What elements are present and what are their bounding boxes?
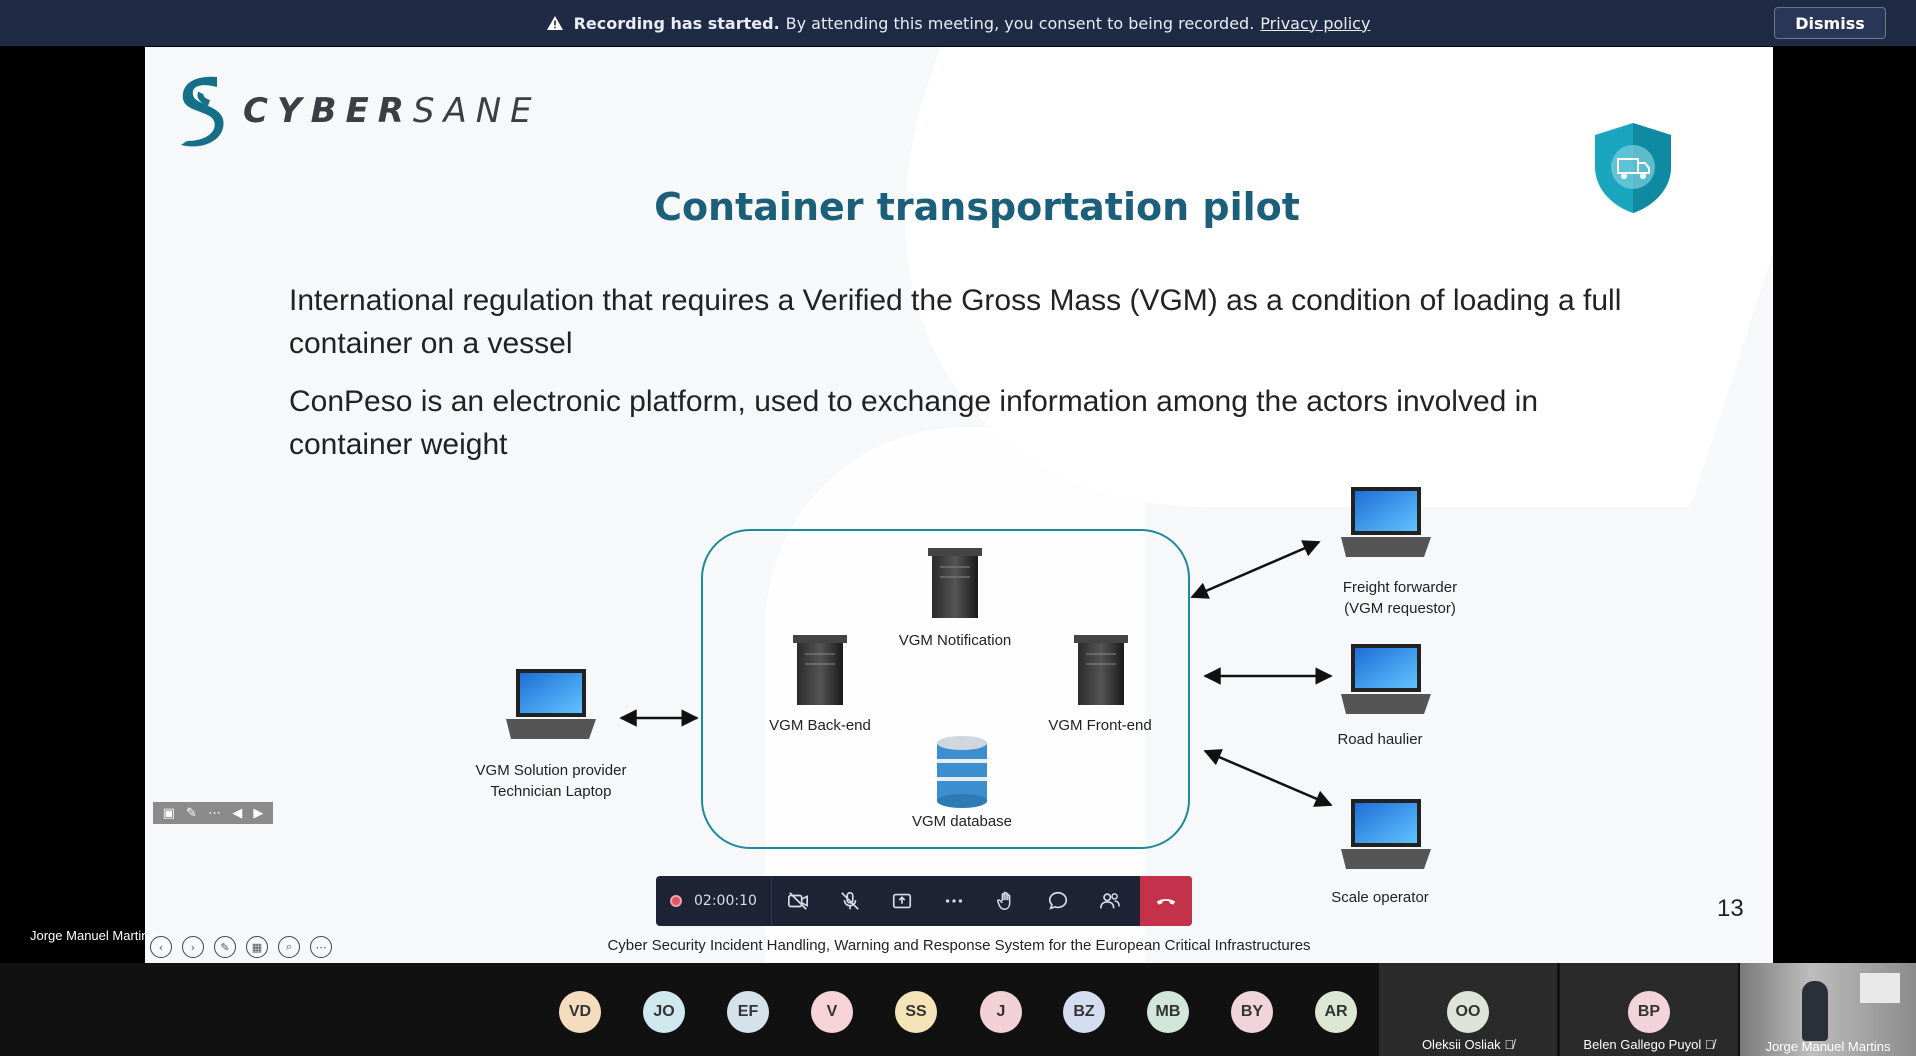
server-icon bbox=[928, 548, 982, 618]
presenter-name: Jorge Manuel Martins bbox=[30, 928, 155, 943]
hand-icon bbox=[996, 891, 1011, 910]
participant-avatar[interactable]: VD bbox=[559, 991, 601, 1033]
slide-mini-toolbar: ▣ ✎ ⋯ ◀ ▶ bbox=[153, 802, 273, 824]
participant-avatar[interactable]: BZ bbox=[1063, 991, 1105, 1033]
zoom-icon[interactable]: ⌕ bbox=[278, 936, 300, 958]
dismiss-button[interactable]: Dismiss bbox=[1774, 7, 1886, 39]
banner-title: Recording has started. bbox=[573, 13, 780, 33]
participant-tile[interactable]: BP Belen Gallego Puyol 🎙̸ bbox=[1560, 963, 1738, 1056]
participant-avatar[interactable]: AR bbox=[1315, 991, 1357, 1033]
vgm-backend-label: VGM Back-end bbox=[769, 717, 871, 734]
camera-off-button[interactable] bbox=[772, 876, 824, 926]
slide-paragraph: International regulation that requires a… bbox=[289, 284, 1622, 360]
server-icon bbox=[1074, 635, 1128, 705]
vgm-notification-label: VGM Notification bbox=[898, 632, 1012, 649]
chat-button[interactable] bbox=[1032, 876, 1084, 926]
vgm-diagram bbox=[506, 487, 1431, 869]
leave-call-button[interactable] bbox=[1140, 876, 1192, 926]
vgm-database-label: VGM database bbox=[911, 813, 1013, 830]
participant-tile[interactable]: OO Oleksii Osliak 🎙̸ bbox=[1379, 963, 1557, 1056]
meeting-control-bar: 02:00:10 bbox=[656, 876, 1192, 926]
platform-box bbox=[701, 529, 1190, 849]
recording-banner: Recording has started. By attending this… bbox=[0, 0, 1916, 46]
participant-avatar[interactable]: MB bbox=[1147, 991, 1189, 1033]
hang-up-icon bbox=[1156, 899, 1176, 905]
arrow-right-icon[interactable]: ▶ bbox=[253, 805, 264, 821]
truck-shield-icon bbox=[1595, 123, 1671, 213]
more-icon[interactable]: ⋯ bbox=[208, 805, 222, 821]
participant-avatar[interactable]: EF bbox=[727, 991, 769, 1033]
participant-name: Jorge Manuel Martins bbox=[1765, 1039, 1891, 1054]
meeting-timer: 02:00:10 bbox=[694, 893, 757, 909]
mic-off-button[interactable] bbox=[824, 876, 876, 926]
presenter-video-figure bbox=[1802, 981, 1828, 1041]
double-arrow bbox=[1190, 540, 1321, 599]
more-actions-button[interactable] bbox=[928, 876, 980, 926]
pen-icon[interactable]: ✎ bbox=[214, 936, 236, 958]
grid-icon[interactable]: ▦ bbox=[246, 936, 268, 958]
laptop-icon bbox=[506, 669, 596, 739]
banner-message: By attending this meeting, you consent t… bbox=[785, 13, 1255, 33]
double-arrow bbox=[1203, 749, 1333, 807]
scale-operator-label: Scale operator bbox=[1331, 889, 1429, 906]
mic-off-icon bbox=[841, 891, 859, 910]
slide-title: Container transportation pilot bbox=[654, 185, 1300, 229]
participant-name: Oleksii Osliak 🎙̸ bbox=[1421, 1037, 1515, 1052]
mic-muted-icon: 🎙̸ bbox=[1504, 1037, 1515, 1052]
privacy-policy-link[interactable]: Privacy policy bbox=[1260, 13, 1371, 33]
more-icon[interactable]: ⋯ bbox=[310, 936, 332, 958]
avatar: BP bbox=[1628, 991, 1670, 1033]
server-icon bbox=[793, 635, 847, 705]
ghost-slide-controls: ‹ › ✎ ▦ ⌕ ⋯ bbox=[150, 936, 332, 958]
freight-forwarder-label: Freight forwarder (VGM requestor) bbox=[1342, 579, 1458, 617]
vgm-provider-label: VGM Solution provider Technician Laptop bbox=[475, 762, 627, 800]
arrow-left-icon[interactable]: ◀ bbox=[232, 805, 243, 821]
laptop-icon bbox=[1341, 487, 1431, 557]
participant-avatar[interactable]: BY bbox=[1231, 991, 1273, 1033]
vgm-frontend-label: VGM Front-end bbox=[1048, 717, 1152, 734]
participant-name: Belen Gallego Puyol 🎙̸ bbox=[1583, 1037, 1715, 1052]
logo-wordmark: CYBERSANE bbox=[243, 91, 541, 131]
more-horizontal-icon bbox=[945, 899, 962, 903]
slide-footer: Cyber Security Incident Handling, Warnin… bbox=[607, 937, 1311, 954]
mic-muted-icon: 🎙̸ bbox=[1704, 1037, 1715, 1052]
road-haulier-label: Road haulier bbox=[1337, 731, 1423, 748]
next-icon[interactable]: › bbox=[182, 936, 204, 958]
cybersane-logo-mark-icon bbox=[181, 76, 224, 147]
presentation-slide: CYBERSANE Container transportation pilot… bbox=[145, 47, 1773, 963]
laptop-icon bbox=[1341, 799, 1431, 869]
participant-avatar[interactable]: JO bbox=[643, 991, 685, 1033]
warning-icon bbox=[546, 16, 563, 30]
recording-indicator: 02:00:10 bbox=[656, 876, 772, 926]
camera-off-icon bbox=[787, 892, 808, 910]
presenter-video-tile[interactable]: Jorge Manuel Martins bbox=[1740, 963, 1916, 1056]
database-icon bbox=[937, 736, 987, 808]
participant-avatar[interactable]: J bbox=[980, 991, 1022, 1033]
slide-pen-icon[interactable]: ✎ bbox=[186, 805, 197, 821]
video-background-screen bbox=[1860, 973, 1900, 1003]
cybersane-logo: CYBERSANE bbox=[173, 71, 541, 151]
record-icon bbox=[670, 895, 682, 907]
previous-icon[interactable]: ‹ bbox=[150, 936, 172, 958]
participants-button[interactable] bbox=[1084, 876, 1136, 926]
slide-number: 13 bbox=[1717, 895, 1744, 922]
participant-avatar[interactable]: V bbox=[811, 991, 853, 1033]
raise-hand-button[interactable] bbox=[980, 876, 1032, 926]
slide-menu-icon[interactable]: ▣ bbox=[162, 805, 175, 821]
participant-avatar[interactable]: SS bbox=[895, 991, 937, 1033]
share-screen-button[interactable] bbox=[876, 876, 928, 926]
share-screen-icon bbox=[892, 893, 911, 909]
laptop-icon bbox=[1341, 644, 1431, 714]
chat-icon bbox=[1048, 891, 1067, 910]
slide-paragraph: ConPeso is an electronic platform, used … bbox=[289, 385, 1539, 461]
avatar: OO bbox=[1447, 991, 1489, 1033]
people-icon bbox=[1099, 893, 1120, 909]
